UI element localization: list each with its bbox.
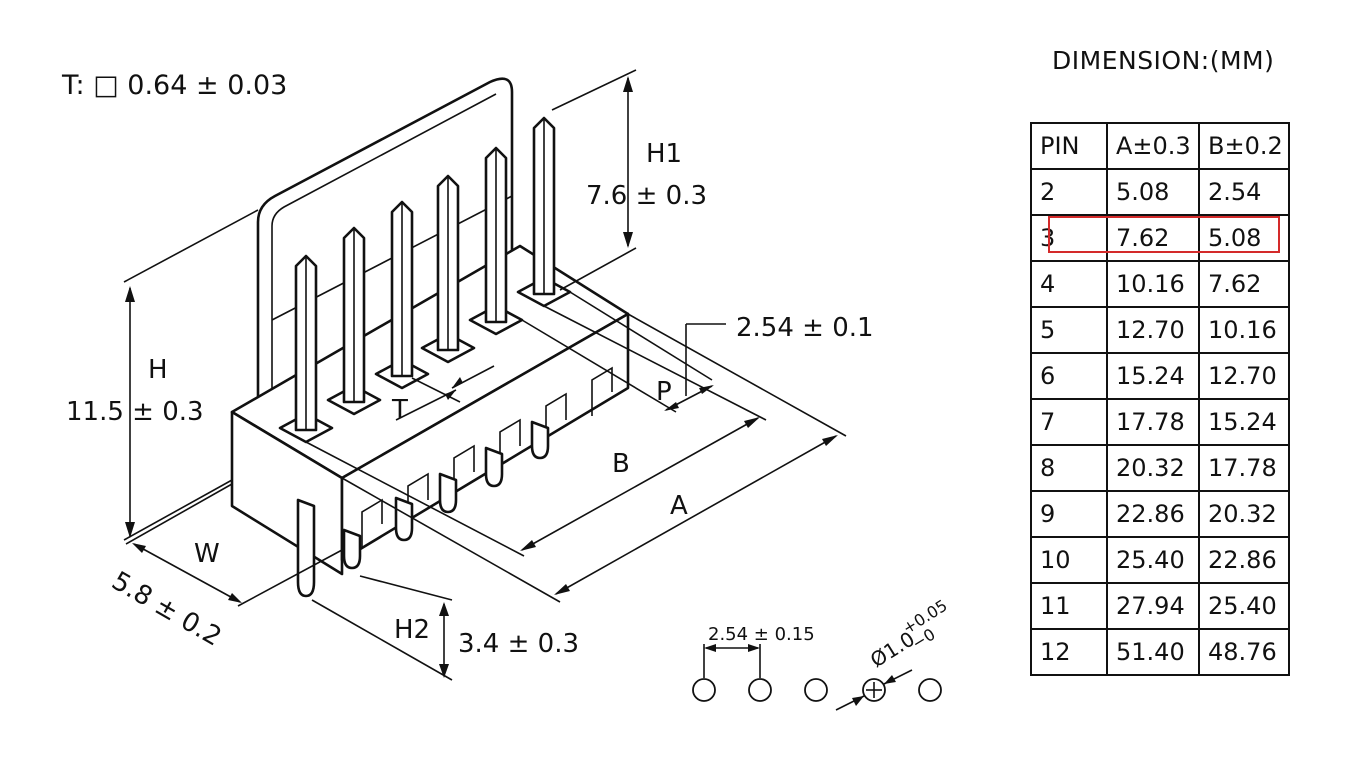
a-dimension-cell: 15.24: [1106, 352, 1200, 400]
pcb-pitch-value: 2.54 ± 0.15: [708, 624, 815, 645]
header-pin: PIN: [1030, 122, 1108, 170]
b-dimension-cell: 22.86: [1198, 536, 1290, 584]
b-dimension-cell: 7.62: [1198, 260, 1290, 308]
back-wall: [256, 77, 514, 404]
h1-label: H1: [646, 139, 682, 169]
a-dimension-cell: 20.32: [1106, 444, 1200, 492]
pin-count-cell: 12: [1030, 628, 1108, 676]
pin-count-cell: 9: [1030, 490, 1108, 538]
pin-count-cell: 10: [1030, 536, 1108, 584]
b-dimension-cell: 48.76: [1198, 628, 1290, 676]
a-dimension-cell: 5.08: [1106, 168, 1200, 216]
a-dimension-cell: 22.86: [1106, 490, 1200, 538]
pitch-value: 2.54 ± 0.1: [736, 313, 874, 343]
pins: [278, 116, 572, 444]
pcb-hole-pattern: [692, 644, 942, 711]
pin-count-cell: 7: [1030, 398, 1108, 446]
pin-count-cell: 3: [1030, 214, 1108, 262]
b-label: B: [612, 449, 630, 479]
side-notches: [361, 366, 613, 548]
a-dimension-cell: 7.62: [1106, 214, 1200, 262]
h1-value: 7.6 ± 0.3: [586, 181, 707, 211]
a-dimension-cell: 17.78: [1106, 398, 1200, 446]
back-wall-inner-edge: [271, 93, 497, 398]
b-dimension-cell: 5.08: [1198, 214, 1290, 262]
b-dimension-cell: 25.40: [1198, 582, 1290, 630]
pin-count-cell: 6: [1030, 352, 1108, 400]
b-dimension-cell: 2.54: [1198, 168, 1290, 216]
header-b: B±0.2: [1198, 122, 1290, 170]
pin-count-cell: 5: [1030, 306, 1108, 354]
t-label: T: [391, 395, 408, 425]
h-value: 11.5 ± 0.3: [66, 397, 204, 427]
p-label: P: [656, 377, 672, 407]
table-header-row: PIN A±0.3 B±0.2: [1030, 122, 1290, 170]
w-value: 5.8 ± 0.2: [107, 566, 227, 652]
wire-spec-label: T: □ 0.64 ± 0.03: [61, 70, 287, 101]
a-dimension-cell: 10.16: [1106, 260, 1200, 308]
pin-count-cell: 4: [1030, 260, 1108, 308]
b-dimension-cell: 10.16: [1198, 306, 1290, 354]
dimension-lines: [123, 69, 847, 681]
header-a: A±0.3: [1106, 122, 1200, 170]
pin-count-cell: 8: [1030, 444, 1108, 492]
dimension-table-title: DIMENSION:(MM): [1052, 46, 1275, 75]
a-dimension-cell: 12.70: [1106, 306, 1200, 354]
pin-count-cell: 11: [1030, 582, 1108, 630]
a-dimension-cell: 27.94: [1106, 582, 1200, 630]
pin-count-cell: 2: [1030, 168, 1108, 216]
h-label: H: [148, 355, 168, 385]
a-dimension-cell: 51.40: [1106, 628, 1200, 676]
a-label: A: [670, 491, 688, 521]
b-dimension-cell: 12.70: [1198, 352, 1290, 400]
b-dimension-cell: 20.32: [1198, 490, 1290, 538]
a-dimension-cell: 25.40: [1106, 536, 1200, 584]
b-dimension-cell: 17.78: [1198, 444, 1290, 492]
b-dimension-cell: 15.24: [1198, 398, 1290, 446]
h2-label: H2: [394, 615, 430, 645]
hole-diameter-callout: Ø1.0 +0.05 −0: [866, 596, 951, 672]
connector-drawing: T: □ 0.64 ± 0.03 H1 7.6 ± 0.3 H 11.5 ± 0…: [61, 69, 951, 711]
h2-value: 3.4 ± 0.3: [458, 629, 579, 659]
w-label: W: [194, 539, 220, 569]
